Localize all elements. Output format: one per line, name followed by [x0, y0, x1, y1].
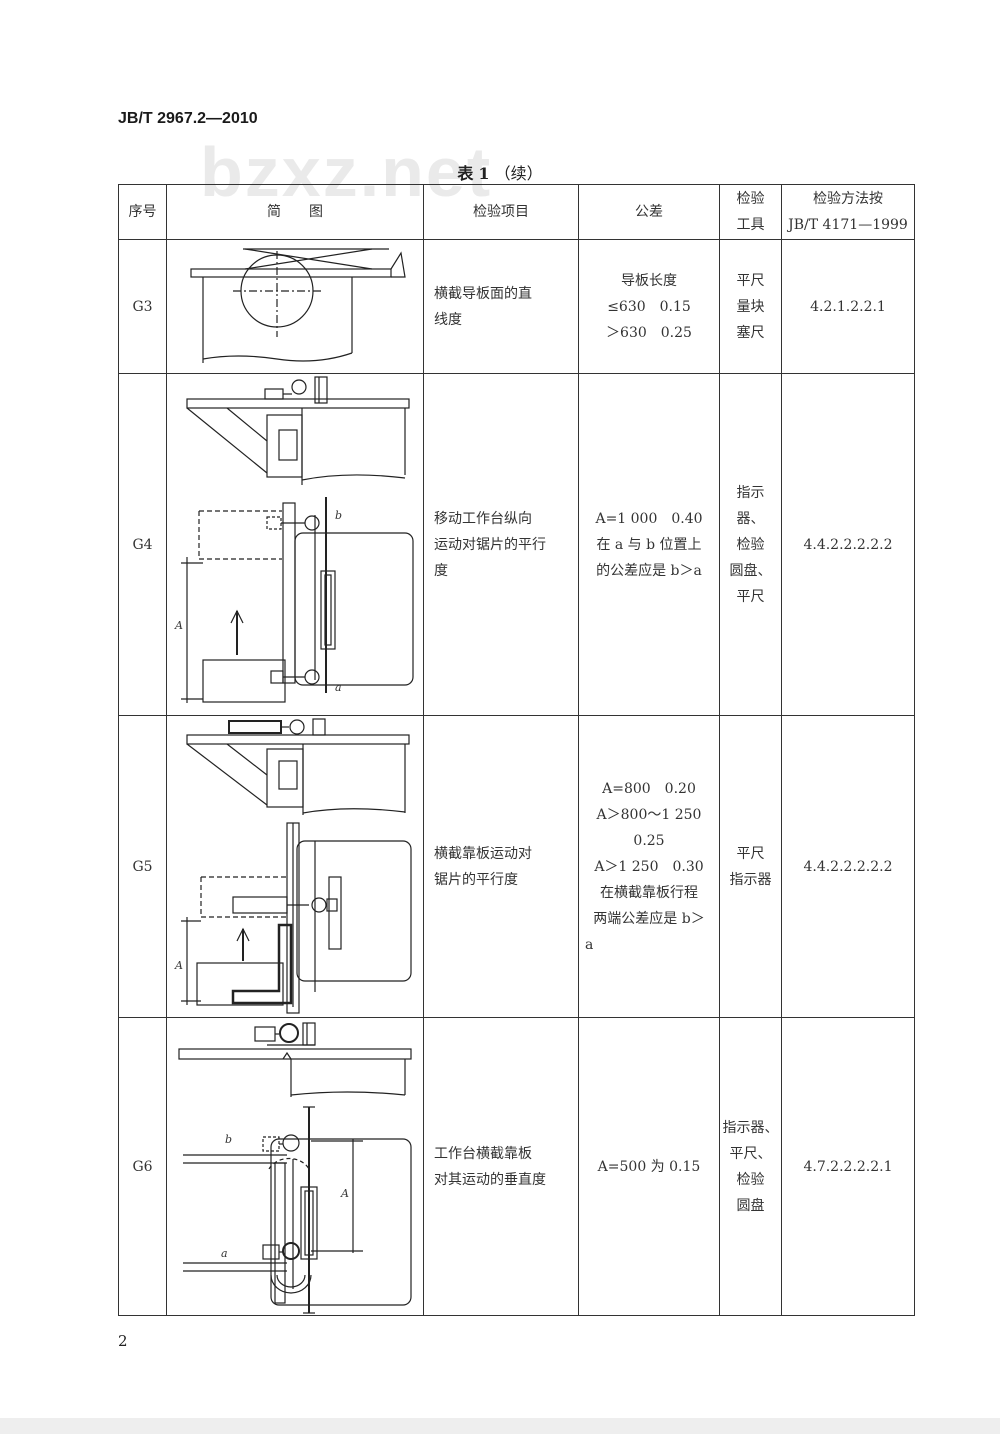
- sketch-g4-parallelism: [181, 375, 414, 703]
- table-row-g3: G3 横截导板面的直 线度 导板长度 ≤630 0.15 ＞63: [118, 239, 915, 374]
- header-item: 检验项目: [423, 184, 579, 240]
- tolerance-line: 两端公差应是 b＞: [593, 910, 705, 927]
- tolerance-cell: A=800 0.20 A＞800～1 250 0.25 A＞1 250 0.30…: [578, 715, 720, 1018]
- tools-cell: 指示器、 平尺、 检验 圆盘: [719, 1017, 782, 1316]
- tolerance-line: 在横截靠板行程: [600, 884, 698, 901]
- tolerance-line: a: [585, 936, 594, 953]
- tool-line: 圆盘: [736, 1197, 765, 1214]
- tool-line: 指示器: [729, 871, 772, 888]
- method-cell: 4.2.1.2.2.1: [781, 239, 915, 374]
- label-a: a: [335, 681, 342, 694]
- tolerance-cell: 导板长度 ≤630 0.15 ＞630 0.25: [578, 239, 720, 374]
- tool-line: 检验: [736, 1171, 765, 1188]
- sketch-g3-straightness: [190, 247, 406, 363]
- tolerance-line: A＞1 250 0.30: [594, 858, 704, 875]
- tool-line: 指示: [736, 484, 765, 501]
- tool-line: 检验: [736, 536, 765, 553]
- tool-line: 平尺、: [729, 1145, 772, 1162]
- tolerance-line: ≤630 0.15: [607, 298, 691, 315]
- tolerance-line: 在 a 与 b 位置上: [596, 536, 702, 553]
- seq-cell: G3: [118, 239, 167, 374]
- page-number: 2: [118, 1332, 128, 1350]
- label-A: A: [175, 619, 183, 632]
- label-a: a: [221, 1247, 228, 1260]
- header-seq: 序号: [118, 184, 167, 240]
- item-cell: 横截靠板运动对 锯片的平行度: [423, 715, 579, 1018]
- method-cell: 4.4.2.2.2.2.2: [781, 715, 915, 1018]
- tool-line: 平尺: [736, 845, 765, 862]
- table-caption: 表 1 （续）: [0, 160, 1000, 184]
- tool-line: 平尺: [736, 588, 765, 605]
- seq-cell: G6: [118, 1017, 167, 1316]
- header-tolerance: 公差: [578, 184, 720, 240]
- label-A: A: [341, 1187, 349, 1200]
- tools-cell: 平尺 指示器: [719, 715, 782, 1018]
- tolerance-line: ＞630 0.25: [606, 324, 692, 341]
- tolerance-line: 的公差应是 b＞a: [596, 562, 702, 579]
- sketch-g6-perpendicularity: [178, 1021, 412, 1314]
- sketch-cell: [166, 239, 424, 374]
- item-line: 线度: [434, 311, 462, 328]
- caption-continued: （续）: [494, 164, 543, 183]
- caption-number: 1: [478, 164, 490, 183]
- label-A: A: [175, 959, 183, 972]
- tolerance-cell: A=500 为 0.15: [578, 1017, 720, 1316]
- sketch-cell: b a A: [166, 1017, 424, 1316]
- label-b: b: [225, 1133, 233, 1146]
- tolerance-line: 导板长度: [621, 272, 677, 289]
- item-cell: 移动工作台纵向 运动对锯片的平行 度: [423, 373, 579, 716]
- method-cell: 4.7.2.2.2.2.1: [781, 1017, 915, 1316]
- header-tools-line1: 检验: [736, 191, 765, 207]
- item-line: 运动对锯片的平行: [434, 536, 546, 553]
- item-line: 移动工作台纵向: [434, 510, 532, 527]
- tolerance-line: A＞800～1 250: [596, 806, 702, 823]
- header-tools: 检验 工具: [719, 184, 782, 240]
- header-sketch: 简 图: [166, 184, 424, 240]
- tool-line: 圆盘、: [729, 562, 772, 579]
- inspection-table: 序号 简 图 检验项目 公差 检验 工具 检验方法按 JB/T 4171—199…: [118, 184, 915, 1316]
- item-line: 横截导板面的直: [434, 285, 532, 302]
- tool-line: 量块: [736, 298, 765, 315]
- caption-title: 表: [457, 164, 474, 183]
- tool-line: 塞尺: [736, 324, 765, 341]
- tolerance-line: A=1 000 0.40: [595, 510, 703, 527]
- tolerance-line: A=500 为 0.15: [597, 1158, 701, 1175]
- item-line: 对其运动的垂直度: [434, 1171, 546, 1188]
- method-cell: 4.4.2.2.2.2.2: [781, 373, 915, 716]
- header-method-line2: JB/T 4171—1999: [788, 217, 908, 233]
- item-line: 锯片的平行度: [434, 871, 518, 888]
- tool-line: 指示器、: [722, 1119, 779, 1136]
- table-row-g5: G5: [118, 715, 915, 1018]
- item-line: 度: [434, 562, 448, 579]
- sketch-cell: b a A: [166, 373, 424, 716]
- seq-cell: G4: [118, 373, 167, 716]
- tolerance-cell: A=1 000 0.40 在 a 与 b 位置上 的公差应是 b＞a: [578, 373, 720, 716]
- label-b: b: [335, 509, 343, 522]
- header-method: 检验方法按 JB/T 4171—1999: [781, 184, 915, 240]
- seq-cell: G5: [118, 715, 167, 1018]
- document-code: JB/T 2967.2—2010: [118, 110, 258, 127]
- sketch-g5-parallelism: [181, 717, 412, 1014]
- header-method-line1: 检验方法按: [813, 191, 883, 207]
- item-line: 横截靠板运动对: [434, 845, 532, 862]
- tools-cell: 指示 器、 检验 圆盘、 平尺: [719, 373, 782, 716]
- item-cell: 工作台横截靠板 对其运动的垂直度: [423, 1017, 579, 1316]
- viewer-bottom-strip: [0, 1418, 1000, 1434]
- item-cell: 横截导板面的直 线度: [423, 239, 579, 374]
- item-line: 工作台横截靠板: [434, 1145, 532, 1162]
- table-row-g6: G6: [118, 1017, 915, 1316]
- header-row: 序号 简 图 检验项目 公差 检验 工具 检验方法按 JB/T 4171—199…: [118, 184, 915, 240]
- tool-line: 平尺: [736, 272, 765, 289]
- header-tools-line2: 工具: [736, 217, 765, 233]
- tolerance-line: 0.25: [633, 832, 665, 849]
- tools-cell: 平尺 量块 塞尺: [719, 239, 782, 374]
- tool-line: 器、: [736, 510, 765, 527]
- tolerance-line: A=800 0.20: [602, 780, 696, 797]
- sketch-cell: A: [166, 715, 424, 1018]
- table-row-g4: G4: [118, 373, 915, 716]
